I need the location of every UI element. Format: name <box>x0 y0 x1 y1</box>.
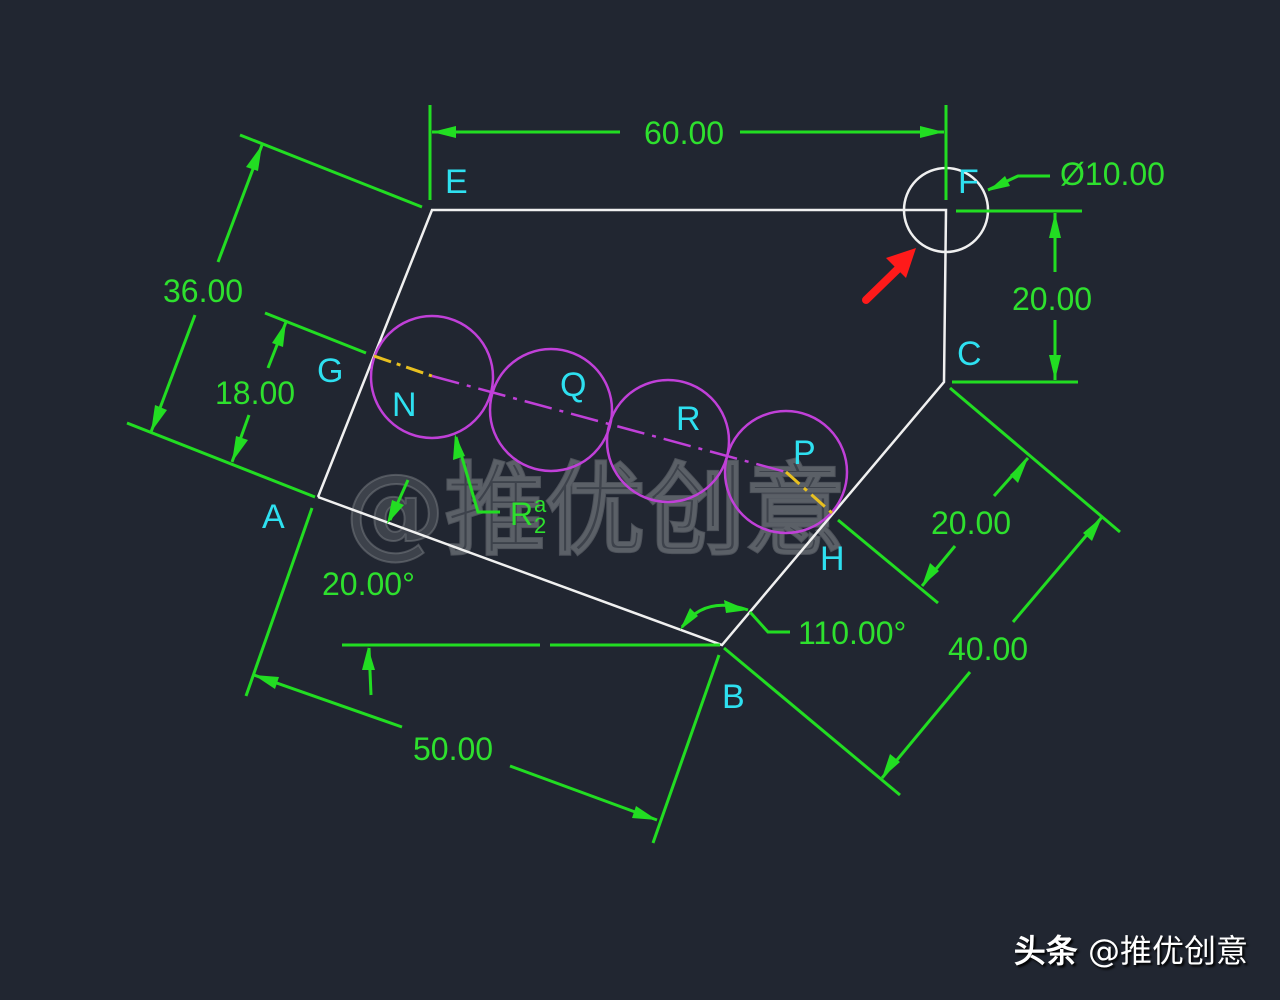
label-e: E <box>445 163 468 201</box>
svg-text:36.00: 36.00 <box>163 273 243 309</box>
svg-text:18.00: 18.00 <box>215 375 295 411</box>
svg-text:2: 2 <box>534 513 546 538</box>
centerline-start <box>373 354 433 378</box>
svg-text:110.00°: 110.00° <box>798 615 906 651</box>
svg-text:40.00: 40.00 <box>948 631 1028 667</box>
svg-text:20.00: 20.00 <box>931 505 1011 541</box>
svg-text:50.00: 50.00 <box>413 731 493 767</box>
dim-left-inner: 18.00 <box>215 311 367 463</box>
svg-text:20.00°: 20.00° <box>322 566 415 602</box>
watermark: @推优创意 <box>345 452 845 569</box>
dim-angle-b: 110.00° <box>680 600 906 651</box>
dim-bc-offset: 20.00 <box>837 386 1121 605</box>
circle-p <box>723 409 849 535</box>
label-c: C <box>957 335 982 373</box>
svg-text:60.00: 60.00 <box>644 115 724 151</box>
credit-handle: @推优创意 <box>1087 932 1248 970</box>
svg-text:20.00: 20.00 <box>1012 281 1092 317</box>
label-h: H <box>820 540 845 578</box>
label-q: Q <box>560 366 586 404</box>
dim-diameter-f: Ø10.00 <box>987 156 1165 192</box>
label-p: P <box>793 434 816 472</box>
centerline-end <box>785 470 833 515</box>
red-arrow-marker <box>862 248 916 304</box>
label-b: B <box>722 678 745 716</box>
dim-radius-leader: R a 2 <box>453 434 547 538</box>
circle-q <box>488 347 614 473</box>
credit-watermark: 头条 @推优创意 <box>1014 926 1248 972</box>
label-g: G <box>317 352 343 390</box>
label-r: R <box>676 400 701 438</box>
svg-text:R: R <box>510 496 533 532</box>
label-f: F <box>958 163 979 201</box>
circle-r <box>605 378 731 504</box>
dim-angle-a: 20.00° <box>322 479 720 696</box>
centerline <box>431 374 787 474</box>
dim-top-width: 60.00 <box>428 105 948 200</box>
svg-text:a: a <box>534 492 547 517</box>
credit-platform: 头条 <box>1013 932 1078 970</box>
dim-right-vertical: 20.00 <box>952 209 1092 384</box>
label-a: A <box>262 498 285 536</box>
circle-n <box>369 314 495 440</box>
label-n: N <box>392 386 417 424</box>
dim-left-outer: 36.00 <box>126 133 423 499</box>
outline-polygon <box>316 208 948 647</box>
svg-text:Ø10.00: Ø10.00 <box>1060 156 1165 192</box>
dim-bottom-ab: 50.00 <box>244 507 721 844</box>
dim-bc-length: 40.00 <box>723 516 1104 797</box>
